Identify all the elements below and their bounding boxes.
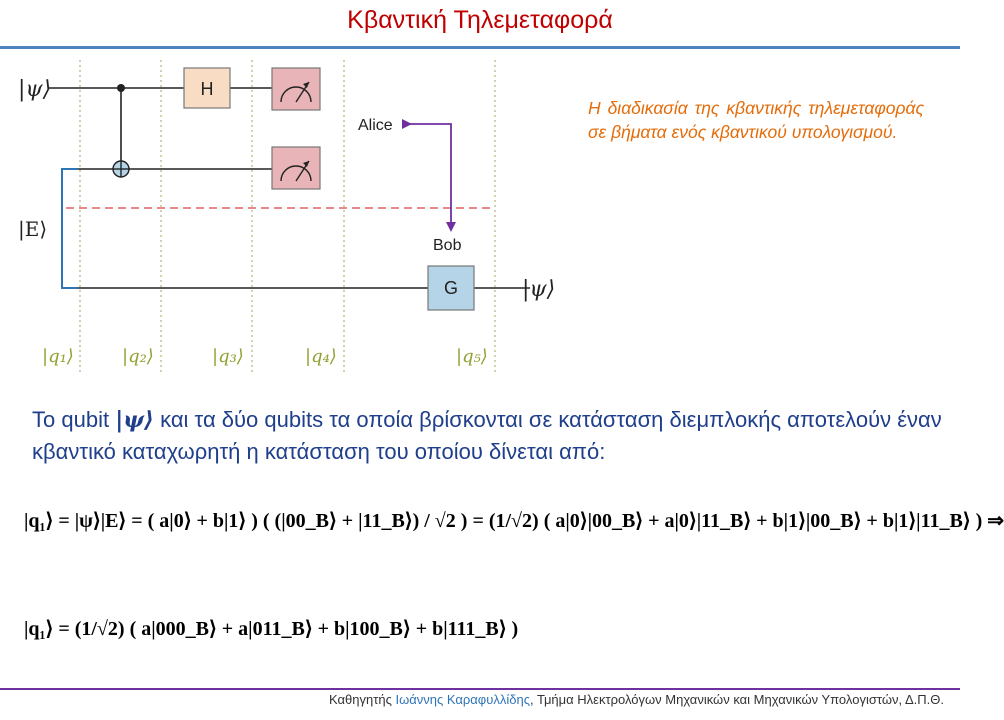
step-label-q2: |q₂⟩ (122, 346, 154, 367)
intro-part2: και τα δύο qubits τα οποία βρίσκονται σε… (32, 407, 942, 464)
equation-register-expanded: |q₁⟩ = (1/√2) ( a|000_B⟩ + a|011_B⟩ + b|… (24, 618, 519, 640)
gate-h (183, 67, 231, 109)
footer-prefix: Καθηγητής (329, 692, 396, 707)
teleportation-circuit: |ψ⟩ |E⟩ H Alice Bob G |ψ⟩ |q₁⟩ |q₂⟩ |q₃⟩… (18, 60, 555, 372)
bob-label: Bob (433, 237, 462, 254)
alice-bob-arrow (402, 119, 456, 232)
step-dividers (79, 60, 496, 372)
footer: Καθηγητής Ιωάννης Καραφυλλίδης, Τμήμα Ηλ… (0, 692, 944, 707)
footer-professor-name: Ιωάννης Καραφυλλίδης (395, 692, 530, 707)
intro-ket-psi: |ψ⟩ (115, 407, 154, 433)
step-label-q4: |q₄⟩ (305, 346, 337, 367)
slide-title: Κβαντική Τηλεμεταφορά (347, 6, 613, 34)
step-label-q1: |q₁⟩ (42, 346, 74, 367)
equation-register-state: |q₁⟩ = |ψ⟩|E⟩ = ( a|0⟩ + b|1⟩ ) ( (|00_B… (24, 510, 1004, 532)
title-rule (0, 46, 960, 49)
step-label-q3: |q₃⟩ (212, 346, 244, 367)
cnot-control-dot (117, 84, 125, 92)
alice-label: Alice (358, 117, 393, 134)
output-psi-label: |ψ⟩ (522, 277, 555, 302)
step-label-q5: |q₅⟩ (456, 346, 488, 367)
input-e-label: |E⟩ (18, 217, 47, 242)
footer-rule (0, 688, 960, 690)
gate-h-label: H (201, 79, 214, 99)
gate-g-label: G (444, 278, 458, 298)
gate-g (427, 265, 475, 311)
input-psi-label: |ψ⟩ (18, 77, 51, 102)
measurement-1-icon (271, 67, 321, 111)
intro-text: Το qubit |ψ⟩ και τα δύο qubits τα οποία … (32, 404, 942, 468)
entanglement-link (61, 168, 78, 289)
intro-part1: Το qubit (32, 407, 110, 432)
circuit-description: Η διαδικασία της κβαντικής τηλεμεταφοράς… (588, 98, 924, 142)
footer-department: , Τμήμα Ηλεκτρολόγων Μηχανικών και Μηχαν… (529, 692, 944, 707)
measurement-2-icon (271, 146, 321, 190)
